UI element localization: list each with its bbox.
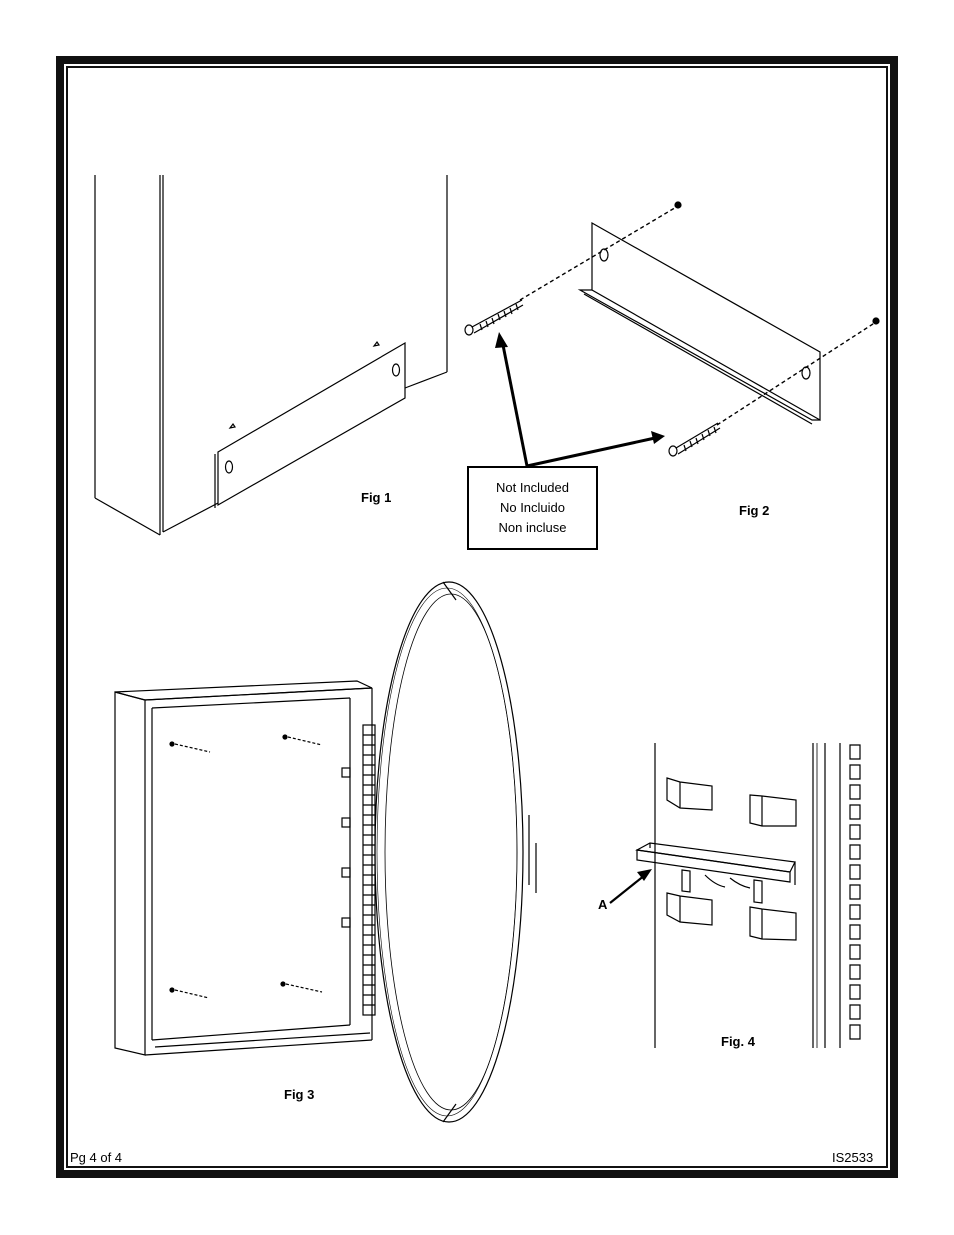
fig1-mounting-bracket: [217, 341, 406, 507]
fig1-screw-hole-icon: [228, 422, 236, 429]
fig2-label: Fig 2: [739, 503, 770, 518]
not-included-fr: Non incluse: [498, 520, 567, 535]
fig1-bracket-hole: [391, 363, 401, 377]
fig3-shelf-clip: [341, 917, 351, 928]
fig2-screw-icon: [668, 422, 721, 457]
page-number: Pg 4 of 4: [70, 1150, 123, 1165]
fig1-cabinet-drawing: [94, 175, 448, 536]
fig3-shelf-clip: [341, 767, 351, 778]
fig4-shelf-clip: [666, 892, 713, 926]
fig2-wall-anchor-icon: [872, 317, 880, 325]
not-included-en: Not Included: [496, 480, 569, 495]
fig3-label: Fig 3: [284, 1087, 315, 1102]
fig1-bracket-hole: [224, 460, 234, 474]
fig4-shelf-a: [635, 842, 796, 904]
not-included-es: No Incluido: [499, 500, 566, 515]
part-a-label: A: [598, 897, 608, 912]
page-border-inner: [66, 66, 888, 1168]
fig3-oval-mirror-door: [374, 581, 524, 1123]
not-included-callout: Not Included No Incluido Non incluse: [467, 466, 598, 550]
fig2-screw-icon: [464, 299, 524, 336]
fig1-screw-hole-icon: [372, 340, 380, 347]
fig3-piano-hinge: [362, 724, 376, 1016]
fig1-label: Fig 1: [361, 490, 392, 505]
fig4-hinge: [849, 744, 861, 1040]
document-code: IS2533: [832, 1150, 874, 1165]
fig4-shelf-clip: [749, 906, 797, 941]
page-border: [56, 56, 898, 1178]
fig4-shelf-clip: [749, 794, 797, 827]
fig2-bracket-hole: [801, 366, 811, 380]
fig4-shelf-detail-drawing: [609, 743, 861, 1048]
fig4-shelf-clip: [666, 777, 713, 811]
fig4-label: Fig. 4: [721, 1034, 755, 1049]
fig2-bracket-hole: [599, 248, 609, 262]
fig3-cabinet-drawing: [114, 581, 537, 1123]
fig2-wall-anchor-icon: [674, 201, 682, 209]
fig2-wall-bracket: [591, 221, 821, 422]
fig3-shelf-clip: [341, 867, 351, 878]
fig3-shelf-clip: [341, 817, 351, 828]
fig2-bracket-drawing: [464, 201, 880, 468]
